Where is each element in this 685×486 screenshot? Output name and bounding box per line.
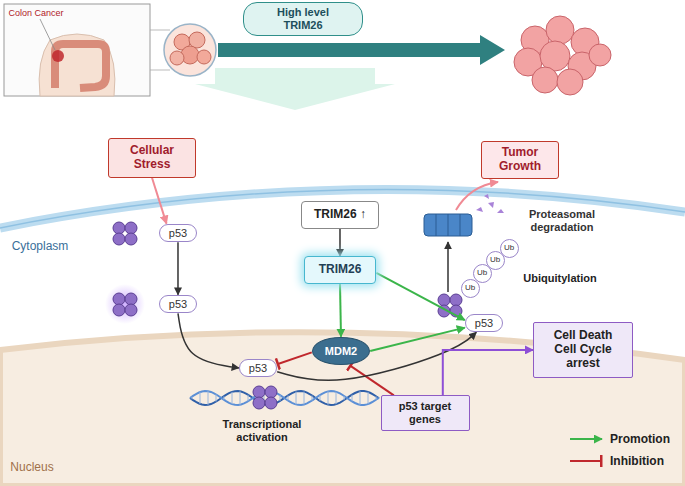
connector xyxy=(443,350,533,395)
node-text: TRIM26 ↑ xyxy=(314,208,366,222)
connector xyxy=(339,284,342,337)
connector xyxy=(277,332,476,380)
connector xyxy=(277,352,312,364)
node-text: Cellular Stress xyxy=(117,144,187,172)
p53-protein-bound xyxy=(253,386,277,409)
legend: PromotionInhibition xyxy=(568,428,670,472)
protein-tag: p53 xyxy=(239,359,277,378)
node-text: TRIM26 xyxy=(319,263,362,277)
tumor-mass xyxy=(514,16,611,95)
outcome-box: Cell Death Cell Cycle arrest xyxy=(533,322,633,377)
protein-box: TRIM26 xyxy=(304,256,377,284)
connector xyxy=(376,273,464,320)
node-text: Ub xyxy=(504,243,514,252)
process-label: Transcriptional activation xyxy=(212,418,312,443)
organ-label: Colon Cancer xyxy=(8,8,63,18)
colon-illustration xyxy=(4,4,150,96)
compartment-label: Cytoplasm xyxy=(12,240,69,254)
protein-tag: p53 xyxy=(159,224,197,243)
node-text: p53 target genes xyxy=(388,400,463,425)
stimulus-box: Cellular Stress xyxy=(108,138,196,178)
legend-sample xyxy=(568,432,606,446)
legend-item: Promotion xyxy=(568,428,670,450)
connector xyxy=(177,242,179,294)
node-text: Cell Death Cell Cycle arrest xyxy=(544,329,622,370)
mechanism-arrow xyxy=(195,68,395,110)
node-text: p53 xyxy=(169,227,187,240)
zoom-cells xyxy=(150,24,216,76)
connector xyxy=(350,365,394,395)
outcome-box: Tumor Growth xyxy=(481,141,559,179)
proteasome xyxy=(424,182,504,292)
process-box: TRIM26 ↑ xyxy=(301,201,379,229)
node-text: p53 xyxy=(169,298,187,311)
protein-tag: p53 xyxy=(465,314,503,333)
node-text: Ub xyxy=(490,255,500,264)
legend-sample xyxy=(568,454,606,468)
node-text: Ub xyxy=(465,283,475,292)
p53-protein-ubiquitylated xyxy=(438,294,462,317)
p53-protein-active xyxy=(113,293,137,316)
legend-text: Inhibition xyxy=(610,454,664,468)
status-pill: High level TRIM26 xyxy=(243,2,363,35)
connector xyxy=(152,178,166,224)
progression-arrow xyxy=(218,35,505,65)
legend-item: Inhibition xyxy=(568,450,670,472)
node-text: p53 xyxy=(475,317,493,330)
node-text: MDM2 xyxy=(325,345,357,358)
connector xyxy=(370,328,465,351)
node-text: p53 xyxy=(249,362,267,375)
connector xyxy=(178,313,239,368)
compartment-label: Nucleus xyxy=(10,461,53,475)
p53-glow xyxy=(105,284,145,324)
node-text: Tumor Growth xyxy=(490,146,550,174)
legend-text: Promotion xyxy=(610,432,670,446)
process-label: Proteasomal degradation xyxy=(516,208,608,233)
connector xyxy=(339,229,341,256)
node-text: High level TRIM26 xyxy=(258,6,348,31)
process-label: Ubiquitylation xyxy=(523,272,596,285)
dna-helix xyxy=(190,391,379,405)
node-text: Ub xyxy=(477,268,487,277)
ubiquitin-circle: Ub xyxy=(500,239,519,258)
protein-tag: p53 xyxy=(159,295,197,314)
gene-box: p53 target genes xyxy=(381,395,470,430)
p53-protein xyxy=(113,222,137,245)
